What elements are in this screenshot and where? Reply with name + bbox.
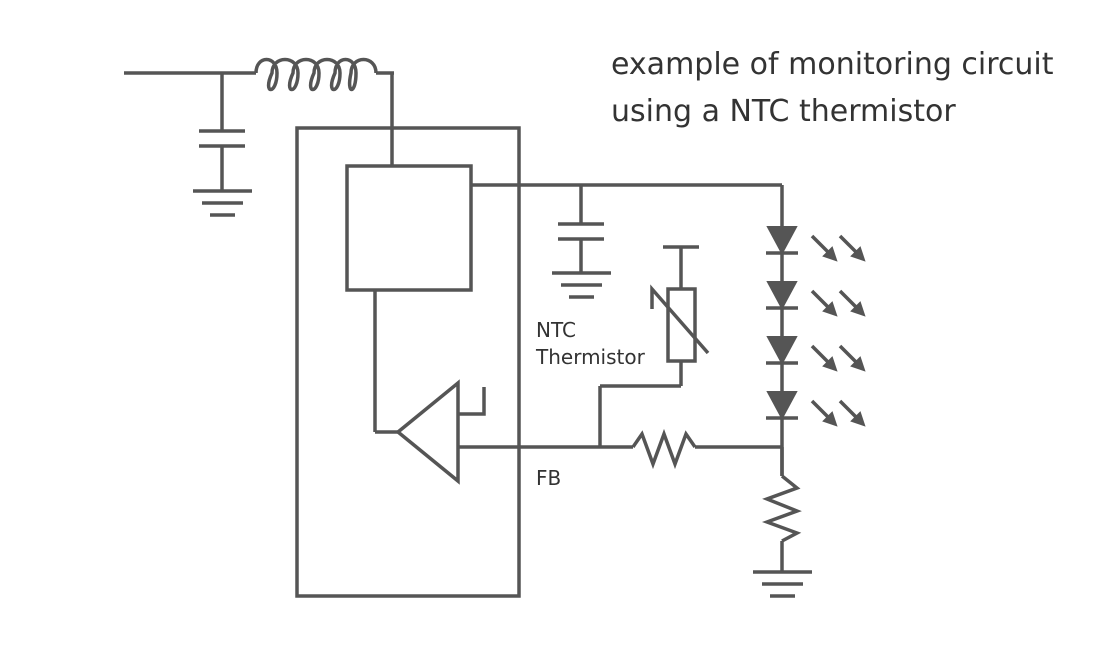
- led-1: [766, 226, 798, 282]
- feedback-resistor: [600, 428, 782, 470]
- input-capacitor: [199, 73, 245, 190]
- diagram-title-line-1: example of monitoring circuit: [611, 47, 1054, 82]
- ntc-thermistor: [598, 245, 710, 447]
- ntc-label-line-2: Thermistor: [536, 345, 645, 369]
- ic-package: [295, 126, 521, 598]
- ground-symbol-1: [193, 189, 252, 217]
- error-amplifier: [395, 379, 600, 485]
- switch-block: [345, 164, 473, 292]
- diagram-title-line-2: using a NTC thermistor: [611, 94, 956, 129]
- light-arrows: [810, 234, 866, 427]
- ground-symbol-3: [753, 570, 812, 598]
- inductor: [254, 57, 394, 166]
- ground-symbol-2: [552, 271, 611, 299]
- ntc-label-line-1: NTC: [536, 318, 576, 342]
- internal-wire: [373, 290, 398, 434]
- output-rail: [471, 183, 784, 227]
- sense-resistor: [761, 447, 802, 572]
- fb-label: FB: [536, 466, 562, 490]
- led-3: [766, 336, 798, 392]
- output-capacitor: [558, 185, 604, 272]
- led-2: [766, 281, 798, 337]
